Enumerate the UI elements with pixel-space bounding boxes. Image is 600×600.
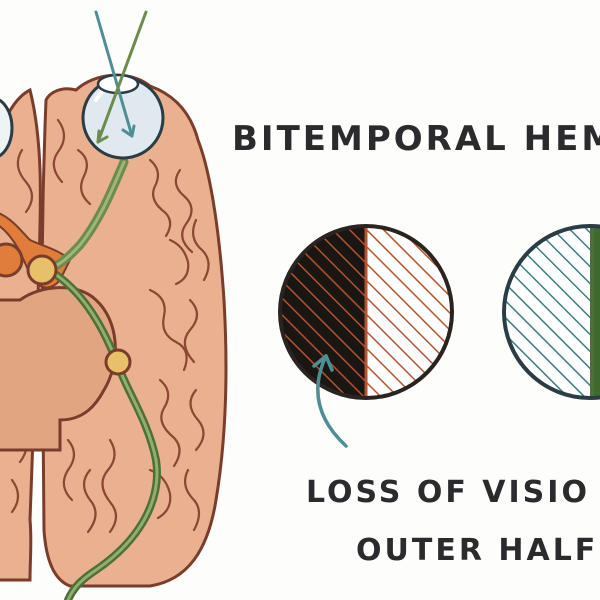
curved-arrow-icon: [312, 354, 348, 448]
chiasm-node: [26, 254, 58, 286]
caption-line-2: OUTER HALF: [356, 533, 598, 568]
light-ray-green: [96, 10, 148, 144]
left-eye-visual-field: [278, 224, 454, 400]
right-eye-visual-field: [502, 224, 600, 400]
diagram-title: BITEMPORAL HEMI: [232, 119, 600, 159]
eyeball-icon: [81, 73, 165, 160]
brain-illustration: [0, 10, 228, 600]
eyeball-icon: [0, 98, 14, 158]
light-ray-teal: [94, 10, 134, 138]
field-inner-half-intact: [366, 226, 452, 398]
lgn-node: [104, 348, 132, 376]
field-inner-half-intact-right: [504, 226, 592, 398]
left-tract-node: [0, 242, 24, 278]
caption-line-1: LOSS OF VISIO: [306, 475, 590, 510]
